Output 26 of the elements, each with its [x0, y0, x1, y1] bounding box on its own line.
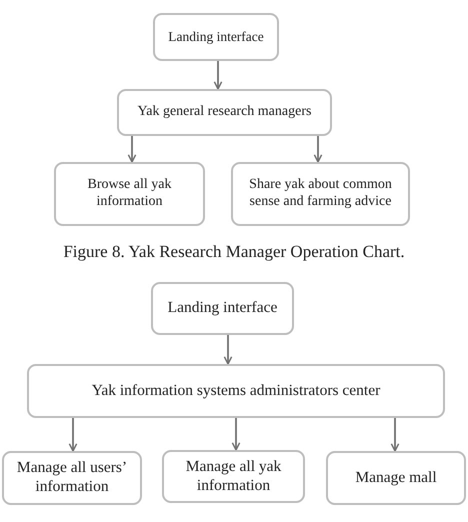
process-box [326, 451, 466, 505]
arrow [314, 136, 322, 163]
arrow [68, 418, 78, 452]
node-label: Manage all users’ information [16, 459, 128, 497]
process-box [27, 364, 445, 418]
node-label: Manage mall [355, 468, 437, 488]
arrow [232, 418, 240, 451]
arrow [128, 136, 136, 163]
figure-caption: Figure 8. Yak Research Manager Operation Chart. [62, 242, 406, 262]
node-label: Landing interface [168, 28, 264, 46]
process-box [231, 162, 410, 226]
arrow [390, 418, 400, 452]
node-label: Manage all yak information [184, 458, 282, 496]
process-box [54, 162, 205, 226]
process-box [2, 451, 142, 505]
node-label: Share yak about common sense and farming advice [248, 177, 393, 211]
process-box [117, 89, 332, 136]
node-label: Yak general research managers [138, 104, 312, 121]
process-box [151, 282, 294, 335]
arrow [214, 61, 222, 90]
process-box [153, 13, 279, 61]
process-box [162, 450, 305, 503]
node-label: Yak information systems administrators center [92, 382, 380, 400]
node-label: Browse all yak information [86, 177, 172, 211]
node-label: Landing interface [168, 299, 278, 318]
arrow [224, 335, 232, 365]
